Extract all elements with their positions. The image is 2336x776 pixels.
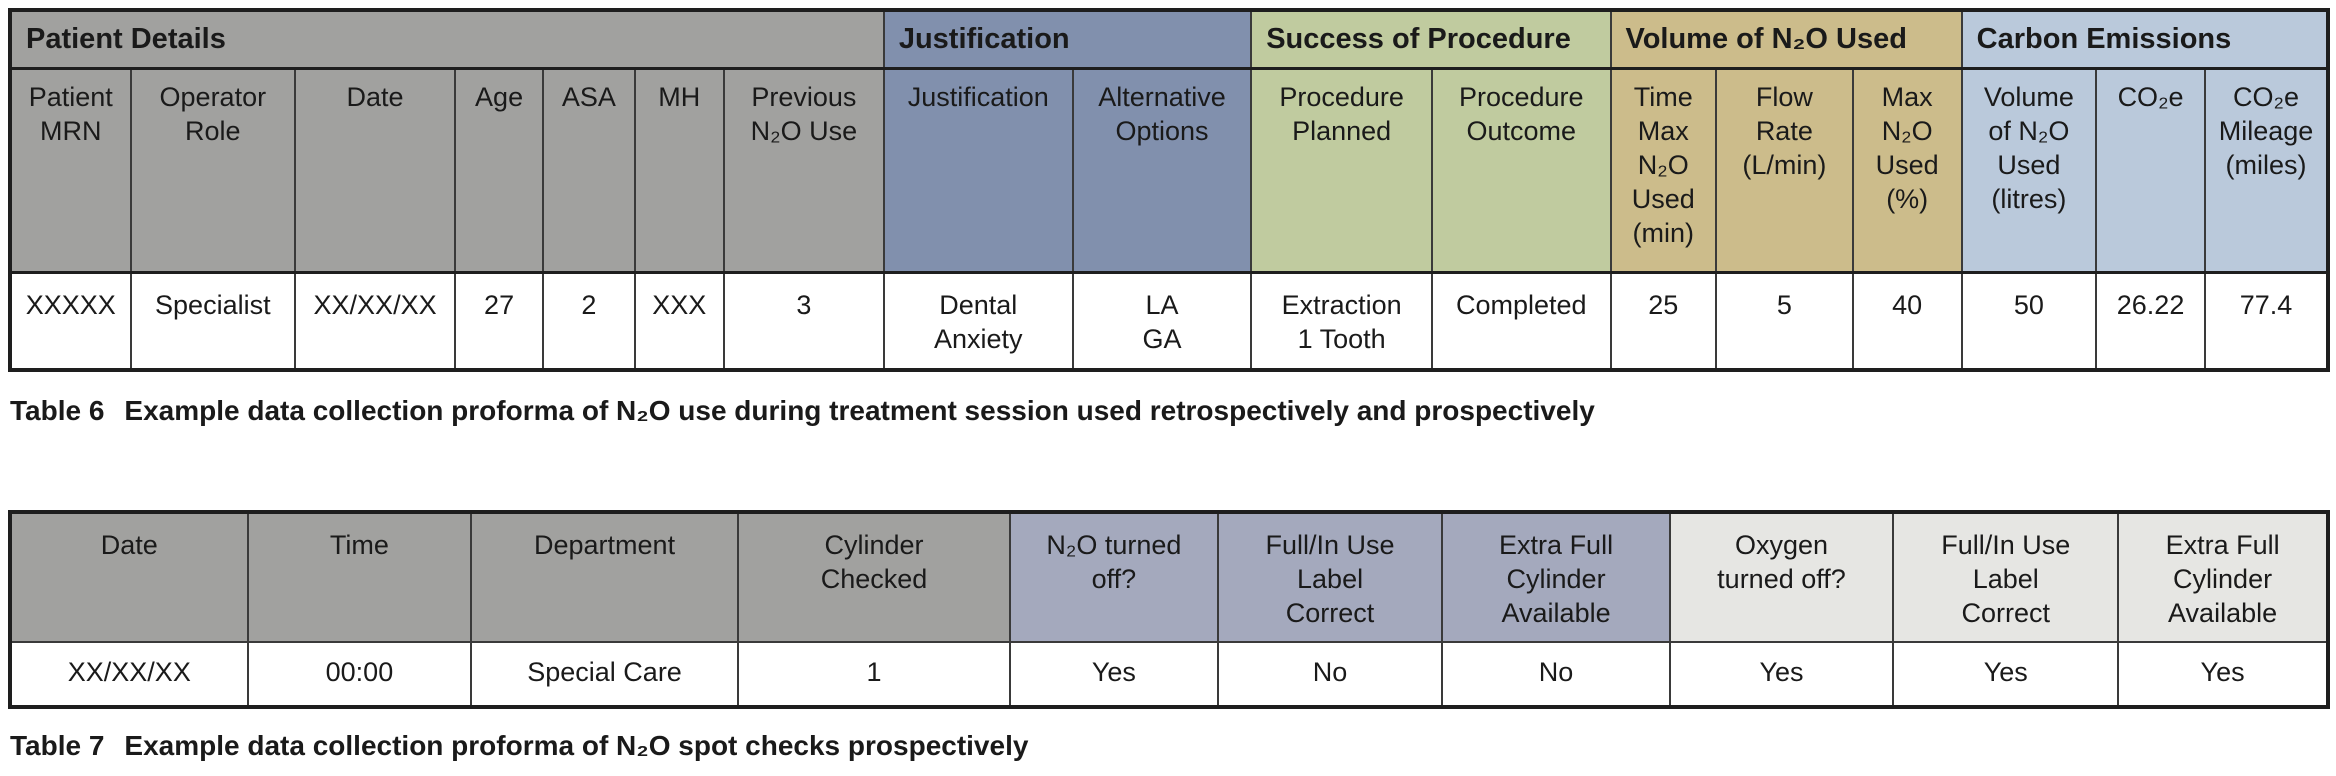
table6-group-header-row: Patient Details Justification Success of… bbox=[9, 9, 2330, 70]
col-header-oxygen-label-correct: Full/In Use Label Correct bbox=[1892, 510, 2120, 643]
cell-oxygen-turned-off: Yes bbox=[1668, 640, 1895, 708]
cell-oxygen-label-correct: Yes bbox=[1892, 640, 2120, 708]
col-header-time-max-n2o-used: Time Max N₂O Used (min) bbox=[1609, 67, 1717, 274]
n2o-spot-checks-table: Date Time Department Cylinder Checked N₂… bbox=[8, 509, 2330, 709]
cell-volume-n2o-used: 50 bbox=[1960, 271, 2098, 371]
col-header-n2o-turned-off: N₂O turned off? bbox=[1009, 510, 1219, 643]
col-header-flow-rate: Flow Rate (L/min) bbox=[1714, 67, 1854, 274]
col-header-department: Department bbox=[470, 510, 739, 643]
table7-column-header-row: Date Time Department Cylinder Checked N₂… bbox=[9, 510, 2329, 643]
col-header-max-n2o-used: Max N₂O Used (%) bbox=[1851, 67, 1963, 274]
col-header-n2o-extra-cylinder: Extra Full Cylinder Available bbox=[1441, 510, 1671, 643]
col-header-co2e-mileage: CO₂e Mileage (miles) bbox=[2204, 67, 2329, 274]
col-header-oxygen-turned-off: Oxygen turned off? bbox=[1668, 510, 1895, 643]
col-header-date: Date bbox=[9, 510, 249, 643]
cell-mh: XXX bbox=[633, 271, 725, 371]
table6-caption-label: Table 6 bbox=[10, 395, 105, 426]
cell-n2o-turned-off: Yes bbox=[1009, 640, 1219, 708]
col-header-justification: Justification bbox=[882, 67, 1074, 274]
table6-caption-text: Example data collection proforma of N₂O … bbox=[124, 395, 1595, 426]
col-header-oxygen-extra-cylinder: Extra Full Cylinder Available bbox=[2117, 510, 2329, 643]
col-header-previous-n2o-use: Previous N₂O Use bbox=[722, 67, 885, 274]
cell-age: 27 bbox=[454, 271, 545, 371]
group-header-carbon-emissions: Carbon Emissions bbox=[1960, 9, 2330, 70]
cell-time: 00:00 bbox=[246, 640, 473, 708]
cell-patient-mrn: XXXXX bbox=[9, 271, 132, 371]
col-header-procedure-planned: Procedure Planned bbox=[1250, 67, 1434, 274]
col-header-volume-n2o-used: Volume of N₂O Used (litres) bbox=[1960, 67, 2098, 274]
cell-justification: Dental Anxiety bbox=[882, 271, 1074, 371]
col-header-alternative-options: Alternative Options bbox=[1071, 67, 1253, 274]
cell-date: XX/XX/XX bbox=[294, 271, 457, 371]
table7-caption-text: Example data collection proforma of N₂O … bbox=[124, 729, 1029, 761]
cell-co2e-mileage: 77.4 bbox=[2204, 271, 2329, 371]
cell-procedure-outcome: Completed bbox=[1431, 271, 1612, 371]
cell-procedure-planned: Extraction 1 Tooth bbox=[1250, 271, 1434, 371]
cell-date: XX/XX/XX bbox=[9, 640, 249, 708]
cell-n2o-extra-cylinder: No bbox=[1441, 640, 1671, 708]
table6-data-row: XXXXX Specialist XX/XX/XX 27 2 XXX 3 Den… bbox=[9, 271, 2329, 371]
cell-time-max-n2o-used: 25 bbox=[1609, 271, 1717, 371]
cell-flow-rate: 5 bbox=[1714, 271, 1854, 371]
group-header-justification: Justification bbox=[882, 9, 1253, 70]
col-header-co2e: CO₂e bbox=[2095, 67, 2207, 274]
col-header-patient-mrn: Patient MRN bbox=[9, 67, 132, 274]
cell-operator-role: Specialist bbox=[129, 271, 297, 371]
col-header-operator-role: Operator Role bbox=[129, 67, 297, 274]
table7-data-row: XX/XX/XX 00:00 Special Care 1 Yes No No … bbox=[9, 640, 2329, 708]
table6-column-header-row: Patient MRN Operator Role Date Age ASA M… bbox=[9, 67, 2329, 274]
col-header-mh: MH bbox=[633, 67, 725, 274]
cell-n2o-label-correct: No bbox=[1216, 640, 1444, 708]
col-header-cylinder-checked: Cylinder Checked bbox=[736, 510, 1012, 643]
group-header-success-of-procedure: Success of Procedure bbox=[1250, 9, 1612, 70]
cell-cylinder-checked: 1 bbox=[736, 640, 1012, 708]
cell-oxygen-extra-cylinder: Yes bbox=[2117, 640, 2329, 708]
cell-department: Special Care bbox=[470, 640, 739, 708]
cell-co2e: 26.22 bbox=[2095, 271, 2207, 371]
col-header-time: Time bbox=[246, 510, 473, 643]
group-header-patient-details: Patient Details bbox=[9, 9, 885, 70]
group-header-volume-n2o-used: Volume of N₂O Used bbox=[1609, 9, 1963, 70]
table6-caption: Table 6 Example data collection proforma … bbox=[10, 394, 2330, 428]
table7-caption: Table 7 Example data collection proforma … bbox=[10, 729, 2330, 763]
cell-max-n2o-used: 40 bbox=[1851, 271, 1963, 371]
cell-alternative-options: LA GA bbox=[1071, 271, 1253, 371]
col-header-age: Age bbox=[454, 67, 545, 274]
cell-previous-n2o-use: 3 bbox=[722, 271, 885, 371]
col-header-date: Date bbox=[294, 67, 457, 274]
col-header-asa: ASA bbox=[542, 67, 636, 274]
col-header-procedure-outcome: Procedure Outcome bbox=[1431, 67, 1612, 274]
cell-asa: 2 bbox=[542, 271, 636, 371]
n2o-use-proforma-table: Patient Details Justification Success of… bbox=[8, 8, 2330, 372]
table7-caption-label: Table 7 bbox=[10, 729, 105, 761]
col-header-n2o-label-correct: Full/In Use Label Correct bbox=[1216, 510, 1444, 643]
